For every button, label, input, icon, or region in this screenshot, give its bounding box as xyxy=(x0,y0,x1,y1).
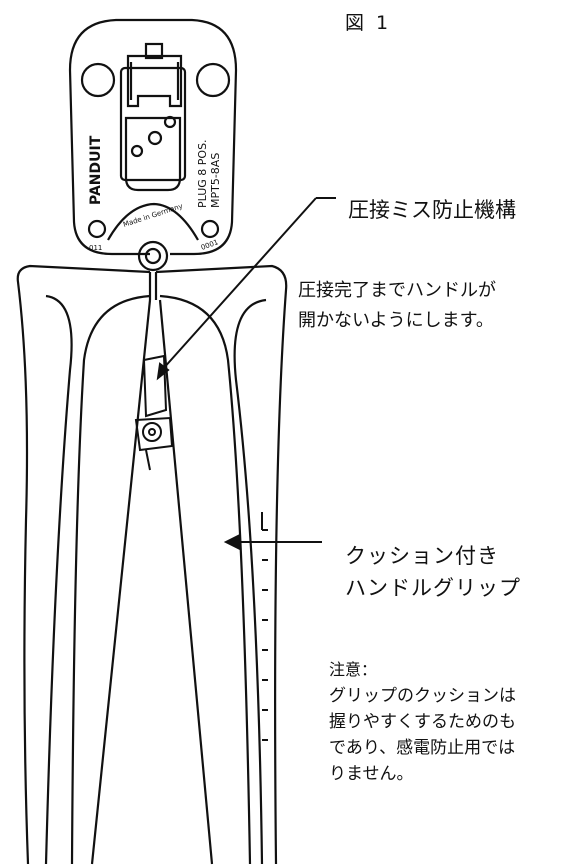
mechanism-label: 圧接ミス防止機構 xyxy=(348,198,516,222)
grip-label: クッション付き ハンドルグリップ xyxy=(345,544,521,600)
screw-left xyxy=(87,219,107,239)
handles xyxy=(16,264,288,865)
origin-text: Made in Germany xyxy=(122,202,184,229)
left-handle-grip xyxy=(16,264,151,865)
die-cavity xyxy=(119,42,187,192)
grip-ticks xyxy=(261,512,268,741)
pivot-inner xyxy=(144,247,162,265)
note-heading: 注意： xyxy=(329,660,378,679)
head-hole-right xyxy=(195,62,231,98)
note-body: グリップのクッションは 握りやすくするためのも であり、感電防止用では りません… xyxy=(329,686,516,784)
head-hole-left xyxy=(80,62,116,98)
leader-mechanism xyxy=(156,197,336,381)
mechanism-description: 圧接完了までハンドルが 開かないようにします。 xyxy=(298,280,496,331)
brand-text: PANDUIT xyxy=(88,135,104,205)
head-markings: PANDUIT PLUG 8 POS. MPT5-8AS Made in Ger… xyxy=(88,135,222,252)
right-handle-grip xyxy=(155,264,288,865)
model-line2-text: MPT5-8AS xyxy=(209,153,222,208)
tool-head xyxy=(68,18,238,272)
screw-right xyxy=(200,219,220,239)
figure-label: 図 1 xyxy=(345,12,392,34)
pivot-outer xyxy=(137,240,169,272)
ratchet-mechanism xyxy=(134,354,174,471)
left-code-text: 011 xyxy=(89,244,102,252)
leader-grip xyxy=(223,533,322,551)
model-line1-text: PLUG 8 POS. xyxy=(196,139,209,208)
